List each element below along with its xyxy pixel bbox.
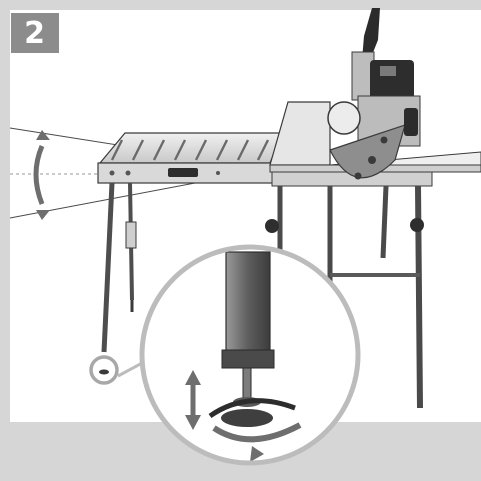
rotate-ring-back [208, 398, 296, 419]
foot-pad [221, 409, 273, 427]
tilt-arrow-icon [33, 130, 50, 220]
table-handle [168, 168, 198, 177]
step-number: 2 [24, 15, 46, 51]
vertical-adjust-arrow-icon [185, 370, 201, 430]
right-stand-legs [265, 185, 424, 409]
foot-callout-marker [89, 355, 119, 385]
rotate-arrow-icon [212, 422, 302, 443]
saw-head [327, 8, 421, 180]
roller-extension-table [97, 132, 283, 184]
threaded-foot-stem [242, 367, 252, 399]
leveling-foot-callout [117, 244, 361, 466]
table-rollers [110, 139, 270, 161]
step-number-badge: 2 [11, 13, 59, 53]
left-folding-legs [101, 182, 137, 353]
adjustable-leg-tube [225, 251, 271, 361]
